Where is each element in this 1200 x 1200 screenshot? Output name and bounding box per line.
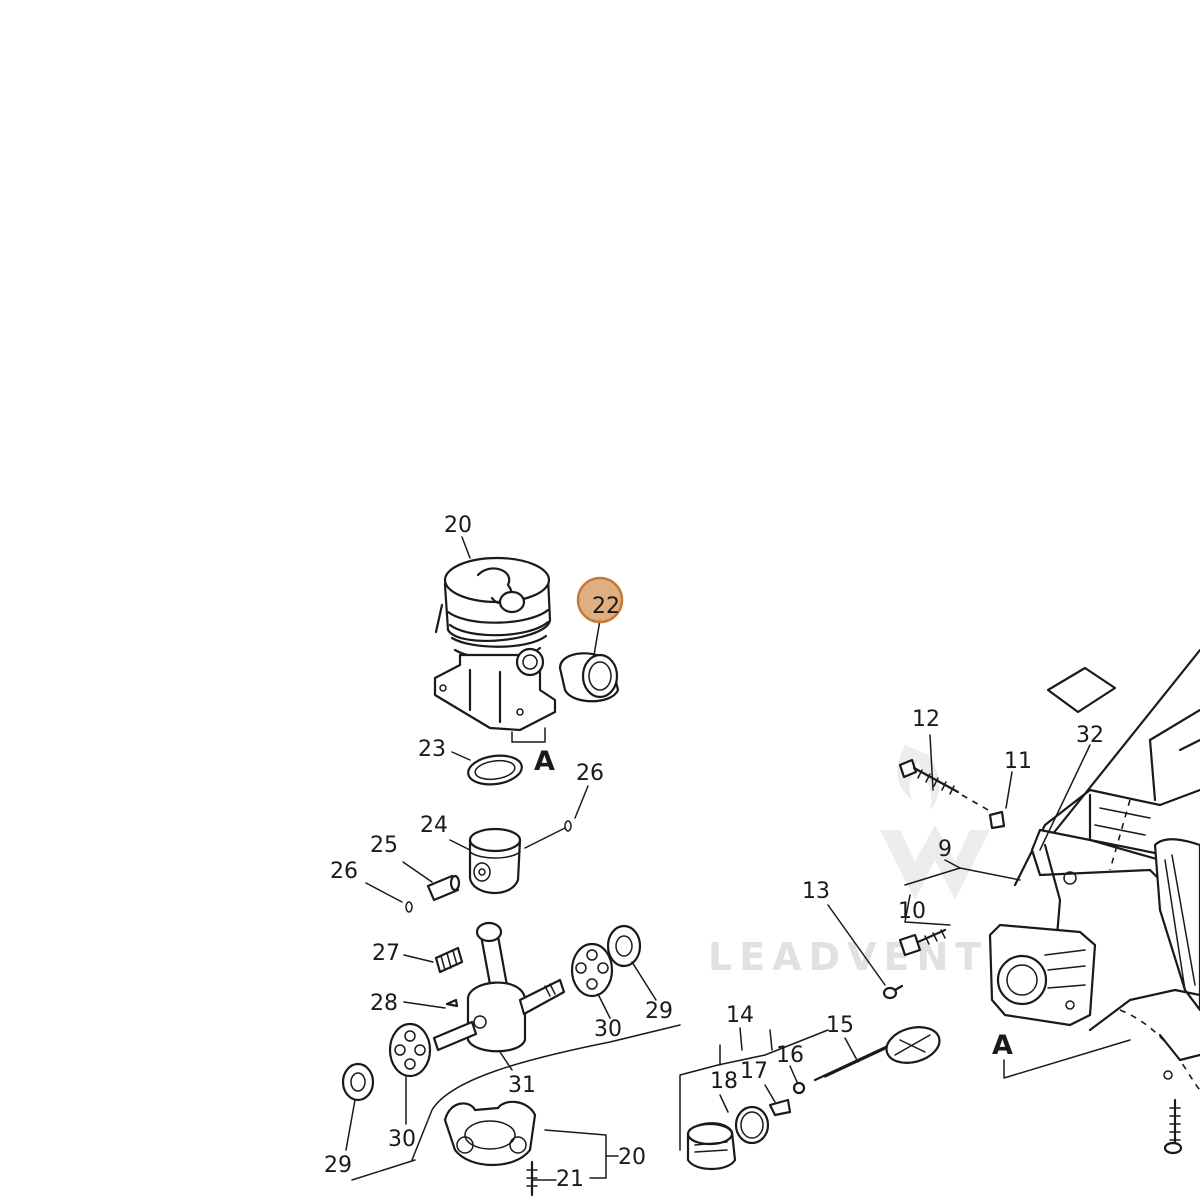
callout-10[interactable]: 10: [898, 899, 926, 924]
cylinder-part: [433, 556, 557, 743]
seal-right-part: [606, 924, 642, 968]
piston-pin-part: [426, 874, 461, 902]
callout-12[interactable]: 12: [912, 707, 940, 732]
callout-29-seal-right[interactable]: 29: [645, 999, 673, 1024]
callout-29-seal-left[interactable]: 29: [324, 1153, 352, 1178]
callout-11[interactable]: 11: [1004, 749, 1032, 774]
crankshaft-part: [432, 921, 566, 1053]
callout-32-decal[interactable]: 32: [1076, 723, 1104, 748]
crankcase-half-part: [443, 1100, 537, 1167]
bolt-10-part: [898, 928, 947, 957]
valve-part: [768, 1098, 792, 1117]
watermark-logo-icon: [880, 745, 990, 900]
callout-18[interactable]: 18: [710, 1069, 738, 1094]
oil-cap-part: [686, 1122, 737, 1171]
callout-15[interactable]: 15: [826, 1013, 854, 1038]
callout-13[interactable]: 13: [802, 879, 830, 904]
callout-30-bearing-left[interactable]: 30: [388, 1127, 416, 1152]
crankcase-bolt-part: [526, 1160, 538, 1197]
screw-part: [792, 1081, 806, 1095]
callout-27-needle-bearing[interactable]: 27: [372, 941, 400, 966]
callout-a-left: A: [534, 746, 555, 777]
needle-bearing-part: [434, 946, 464, 974]
nut-11-part: [988, 810, 1006, 830]
bearing-right-part: [570, 942, 614, 998]
decal-part: [1046, 666, 1117, 714]
oring-inner: [740, 1111, 764, 1139]
callout-30-bearing-right[interactable]: 30: [594, 1017, 622, 1042]
callout-28-key[interactable]: 28: [370, 991, 398, 1016]
callout-26-circlip-right[interactable]: 26: [576, 761, 604, 786]
callout-17[interactable]: 17: [740, 1059, 768, 1084]
callout-9[interactable]: 9: [938, 837, 952, 862]
bearing-left-part: [388, 1022, 432, 1078]
key-part: [445, 998, 459, 1008]
callout-labels: 20 22 23 A 26 24 25 26 27 28 29 30 31 30…: [324, 513, 1104, 1192]
callout-14[interactable]: 14: [726, 1003, 754, 1028]
seal-left-part: [341, 1062, 375, 1102]
callout-25-pin[interactable]: 25: [370, 833, 398, 858]
callout-26-circlip-left[interactable]: 26: [330, 859, 358, 884]
callout-16[interactable]: 16: [776, 1043, 804, 1068]
leader-lines: [345, 536, 1131, 1181]
circlip-parts: [405, 820, 572, 913]
intake-boot-part: [558, 652, 620, 703]
callout-20-cylinder[interactable]: 20: [444, 513, 472, 538]
gasket-part: [467, 754, 523, 786]
callout-31-crankshaft[interactable]: 31: [508, 1073, 536, 1098]
dipstick-part: [813, 1026, 941, 1082]
bolt-12-part: [898, 758, 989, 811]
callout-23-gasket[interactable]: 23: [418, 737, 446, 762]
highlight-marker-22[interactable]: [576, 576, 624, 624]
callout-24-piston[interactable]: 24: [420, 813, 448, 838]
callout-21-bolt[interactable]: 21: [556, 1167, 584, 1192]
screw-13-part: [882, 984, 904, 1000]
piston-part: [468, 827, 522, 895]
callout-20-crankcase[interactable]: 20: [618, 1145, 646, 1170]
callout-a-right: A: [992, 1030, 1013, 1061]
crankcase-right-part: [988, 648, 1200, 1155]
callout-22-intake[interactable]: 22: [592, 594, 620, 619]
